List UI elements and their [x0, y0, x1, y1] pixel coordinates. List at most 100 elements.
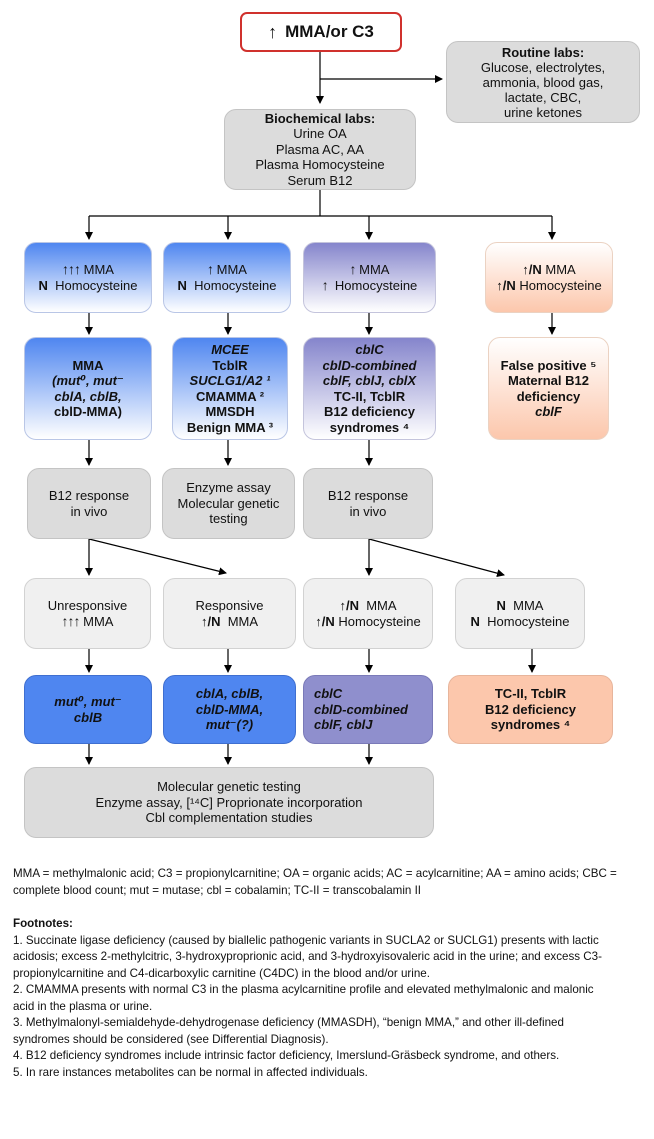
b12-response-line: B12 response [327, 488, 409, 503]
row1-line2: Homocysteine [194, 277, 277, 293]
enzyme-line: testing [209, 511, 248, 527]
up-arrow-icon: ↑ [207, 261, 214, 277]
routine-labs-title: Routine labs: [501, 44, 585, 60]
up-or-normal-icon: ↑/N [315, 613, 335, 629]
routine-labs-line: ammonia, blood gas, [482, 74, 604, 90]
b12-response-line: in vivo [349, 503, 387, 519]
biochemical-labs-line: Urine OA [293, 126, 347, 142]
diagnosis-line: cblF [535, 404, 562, 419]
diagnosis-line: TC-II, TcblR [333, 388, 406, 404]
row5-box-cblc: cblC cblD-combined cblF, cblJ [303, 675, 433, 744]
diagnosis-line: False positive ⁵ [500, 357, 597, 373]
response-value: MMA [366, 598, 397, 613]
footnote-5: 5. In rare instances metabolites can be … [13, 1065, 368, 1079]
arrow-row3-resp [88, 538, 227, 576]
up-or-normal-icon: ↑/N [522, 262, 542, 277]
row4-box-elevated: ↑/N MMA ↑/N Homocysteine [303, 578, 433, 649]
start-box: ↑ MMA/or C3 [240, 12, 402, 52]
diagnosis-line: syndromes ⁴ [490, 717, 571, 733]
enzyme-line: Molecular genetic [177, 495, 280, 511]
response-value: MMA [513, 598, 544, 613]
up-or-normal-icon: ↑/N [496, 277, 516, 293]
row4-box-normal: N MMA N Homocysteine [455, 578, 585, 649]
footnotes-title: Footnotes: [13, 917, 73, 930]
up-arrows-icon: ↑↑↑ [62, 261, 81, 277]
row1-line1: MMA [545, 262, 576, 277]
row3-box-b12-response-2: B12 response in vivo [303, 468, 433, 539]
b12-response-line: in vivo [70, 503, 108, 519]
row4-box-responsive: Responsive ↑/N MMA [163, 578, 296, 649]
diagnosis-line: CMAMMA ² [195, 388, 265, 404]
b12-response-line: B12 response [48, 488, 130, 503]
row1-line2: Homocysteine [519, 277, 602, 293]
row2-box-mcee: MCEE TcblR SUCLG1/A2 ¹ CMAMMA ² MMSDH Be… [172, 337, 288, 440]
footnote-3: 3. Methylmalonyl-semialdehyde-dehydrogen… [13, 1016, 564, 1046]
row3-box-b12-response-1: B12 response in vivo [27, 468, 151, 539]
up-arrows-icon: ↑↑↑ [61, 612, 81, 629]
diagnosis-line: MCEE [211, 342, 249, 357]
up-arrow-icon: ↑ [349, 261, 357, 277]
diagnosis-line: SUCLG1/A2 ¹ [189, 373, 271, 388]
diagnosis-line: MMA [72, 357, 104, 373]
row1-box-3: ↑ MMA ↑ Homocysteine [303, 242, 436, 313]
final-line: Enzyme assay, [¹⁴C] Proprionate incorpor… [95, 794, 363, 810]
diagnosis-line: mut⁻(?) [205, 717, 254, 733]
row1-line1: MMA [216, 262, 247, 277]
response-value: Homocysteine [487, 613, 570, 629]
diagnosis-line: cblF, cblJ, cblX [322, 373, 417, 388]
row1-box-1: ↑↑↑ MMA N Homocysteine [24, 242, 152, 313]
row1-prefix: N [177, 277, 187, 293]
row5-box-cbla: cblA, cblB, cblD-MMA, mut⁻(?) [163, 675, 296, 744]
routine-labs-line: urine ketones [503, 104, 583, 120]
biochemical-labs-line: Plasma AC, AA [275, 141, 365, 157]
diagnosis-line: Benign MMA ³ [186, 419, 274, 435]
diagnosis-line: B12 deficiency [323, 404, 416, 419]
diagnosis-line: cblD-combined [314, 701, 408, 717]
diagnosis-line: mut⁰, mut⁻ [54, 694, 122, 709]
diagnosis-line: cblD-combined [322, 357, 417, 373]
final-line: Cbl complementation studies [145, 810, 313, 826]
diagnosis-line: cblF, cblJ [314, 717, 373, 733]
row1-box-2: ↑ MMA N Homocysteine [163, 242, 291, 313]
row3-box-enzyme: Enzyme assay Molecular genetic testing [162, 468, 295, 539]
diagnosis-line: cblD-MMA, [195, 701, 264, 717]
row1-line2: Homocysteine [55, 277, 138, 293]
footnotes-section: Footnotes: 1. Succinate ligase deficienc… [13, 916, 618, 1081]
diagnosis-line: MMSDH [205, 404, 255, 419]
diagnosis-line: TcblR [212, 357, 248, 373]
diagnosis-line: cblC [314, 686, 343, 702]
up-arrow-icon: ↑ [321, 276, 329, 293]
footnote-1: 1. Succinate ligase deficiency (caused b… [13, 933, 602, 980]
routine-labs-box: Routine labs: Glucose, electrolytes, amm… [446, 41, 640, 123]
biochemical-labs-line: Plasma Homocysteine [255, 157, 385, 173]
flow-arrows [85, 52, 556, 765]
biochemical-labs-line: Serum B12 [287, 172, 353, 188]
row1-prefix: N [38, 277, 48, 293]
row1-line1: MMA [83, 262, 114, 277]
response-value: MMA [227, 613, 259, 629]
routine-labs-line: lactate, CBC, [504, 89, 582, 105]
up-or-normal-icon: ↑/N [339, 598, 359, 613]
biochemical-labs-title: Biochemical labs: [264, 110, 376, 126]
diagnosis-line: syndromes ⁴ [329, 419, 410, 435]
up-or-normal-icon: ↑/N [200, 613, 221, 629]
diagnosis-line: deficiency [516, 388, 581, 404]
row1-line2: Homocysteine [334, 277, 418, 293]
row5-box-tcii: TC-II, TcblR B12 deficiency syndromes ⁴ [448, 675, 613, 744]
row1-box-4: ↑/N MMA ↑/N Homocysteine [485, 242, 613, 313]
row2-box-cblc: cblC cblD-combined cblF, cblJ, cblX TC-I… [303, 337, 436, 440]
normal-marker: N [470, 613, 480, 629]
row2-box-false-positive: False positive ⁵ Maternal B12 deficiency… [488, 337, 609, 440]
diagnosis-line: cblD-MMA) [54, 404, 122, 419]
diagnosis-line: (mut⁰, mut⁻ [52, 373, 124, 388]
row4-box-unresponsive: Unresponsive ↑↑↑ MMA [24, 578, 151, 649]
diagnosis-line: B12 deficiency [484, 701, 577, 717]
final-line: Molecular genetic testing [157, 779, 301, 795]
footnote-4: 4. B12 deficiency syndromes include intr… [13, 1049, 560, 1062]
diagnosis-line: cblB [73, 709, 103, 725]
response-label: Responsive [195, 598, 264, 613]
diagnosis-line: cblA, cblB, [54, 388, 122, 404]
abbreviations-text: MMA = methylmalonic acid; C3 = propionyl… [13, 866, 628, 899]
final-testing-box: Molecular genetic testing Enzyme assay, … [24, 767, 434, 838]
biochemical-labs-box: Biochemical labs: Urine OA Plasma AC, AA… [224, 109, 416, 190]
